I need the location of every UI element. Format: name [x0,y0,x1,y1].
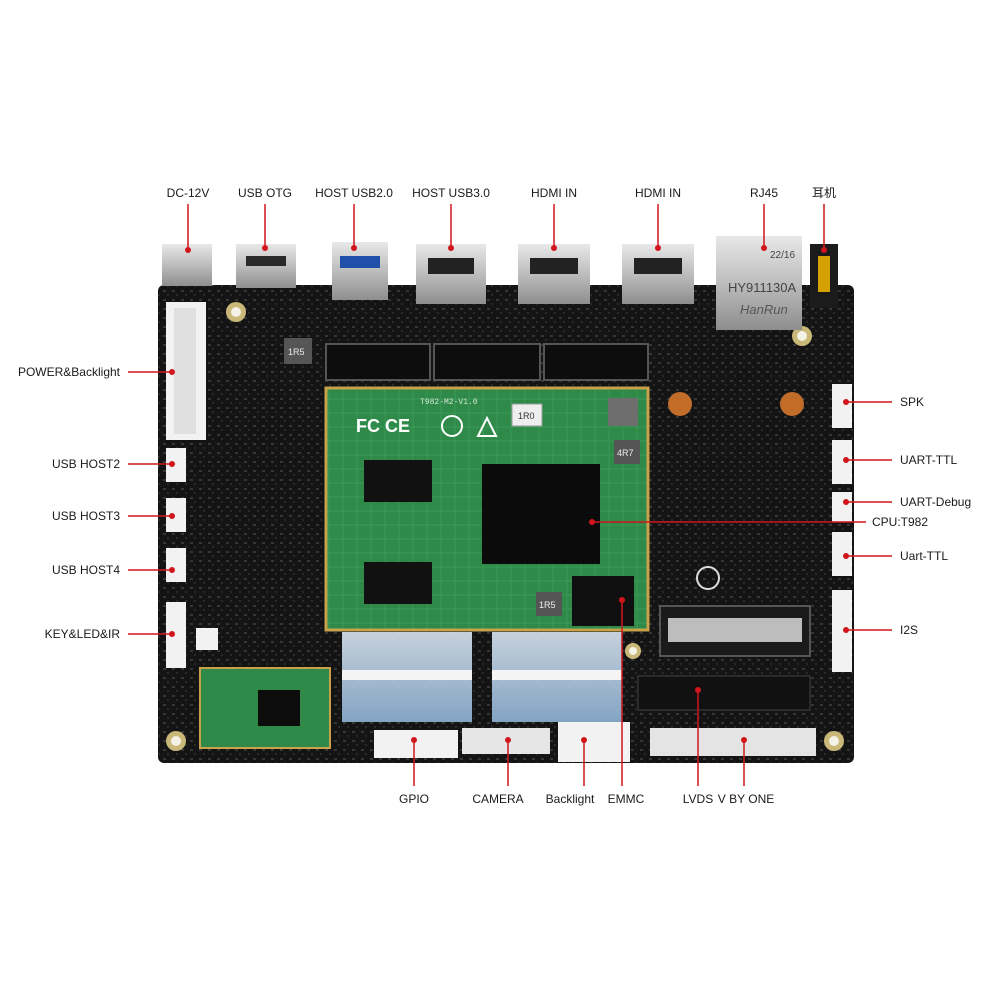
rj45-part-number: HY911130A [728,280,797,295]
rj45-markings: 22/16 HY911130A HanRun [728,250,797,317]
label-usb-host3: USB HOST3 [51,509,120,523]
label-usb-host2: USB HOST2 [51,457,120,471]
inductor-marking: 1R0 [518,411,535,421]
rj45-brand: HanRun [740,302,788,317]
label-power-backlight: POWER&Backlight [17,365,120,379]
label-earphone: 耳机 [811,186,837,200]
label-gpio: GPIO [398,792,430,806]
label-hdmi-in-2: HDMI IN [635,186,681,200]
inductor [284,338,312,364]
label-emmc: EMMC [607,792,645,806]
label-host-usb2: HOST USB2.0 [315,186,393,200]
inductor-marking: 1R5 [539,600,556,610]
flex-cables [342,632,622,722]
cpu-module: T982-M2-V1.0 FC CE 1R0 4R7 1R5 [324,386,650,632]
callout-markers [169,245,849,743]
label-lvds: LVDS [682,792,714,806]
inductor-marking: 1R5 [288,347,305,357]
label-hdmi-in-1: HDMI IN [531,186,577,200]
rj45-date-code: 22/16 [770,250,795,261]
bottom-connectors [374,675,816,762]
label-spk: SPK [900,395,925,409]
label-backlight: Backlight [545,792,595,806]
callout-lines [128,204,892,786]
inductor-marking: 4R7 [617,448,634,458]
m2-slots [325,343,649,381]
label-camera: CAMERA [472,792,524,806]
label-dc-12v: DC-12V [166,186,210,200]
label-uart-ttl: UART-TTL [900,453,958,467]
m2-slot-right [659,392,811,657]
label-usb-otg: USB OTG [237,186,293,200]
label-uart-debug: UART-Debug [900,495,972,509]
label-cpu: CPU:T982 [872,515,929,529]
module-silkscreen: T982-M2-V1.0 [420,398,478,407]
svg-text:FC CE: FC CE [356,416,410,436]
label-rj45: RJ45 [749,186,779,200]
wifi-module [199,667,331,749]
label-v-by-one: V BY ONE [717,792,775,806]
label-usb-host4: USB HOST4 [51,563,120,577]
label-i2s: I2S [900,623,919,637]
label-host-usb3: HOST USB3.0 [412,186,490,200]
label-uart-ttl-2: Uart-TTL [900,549,948,563]
label-key-led-ir: KEY&LED&IR [44,627,120,641]
